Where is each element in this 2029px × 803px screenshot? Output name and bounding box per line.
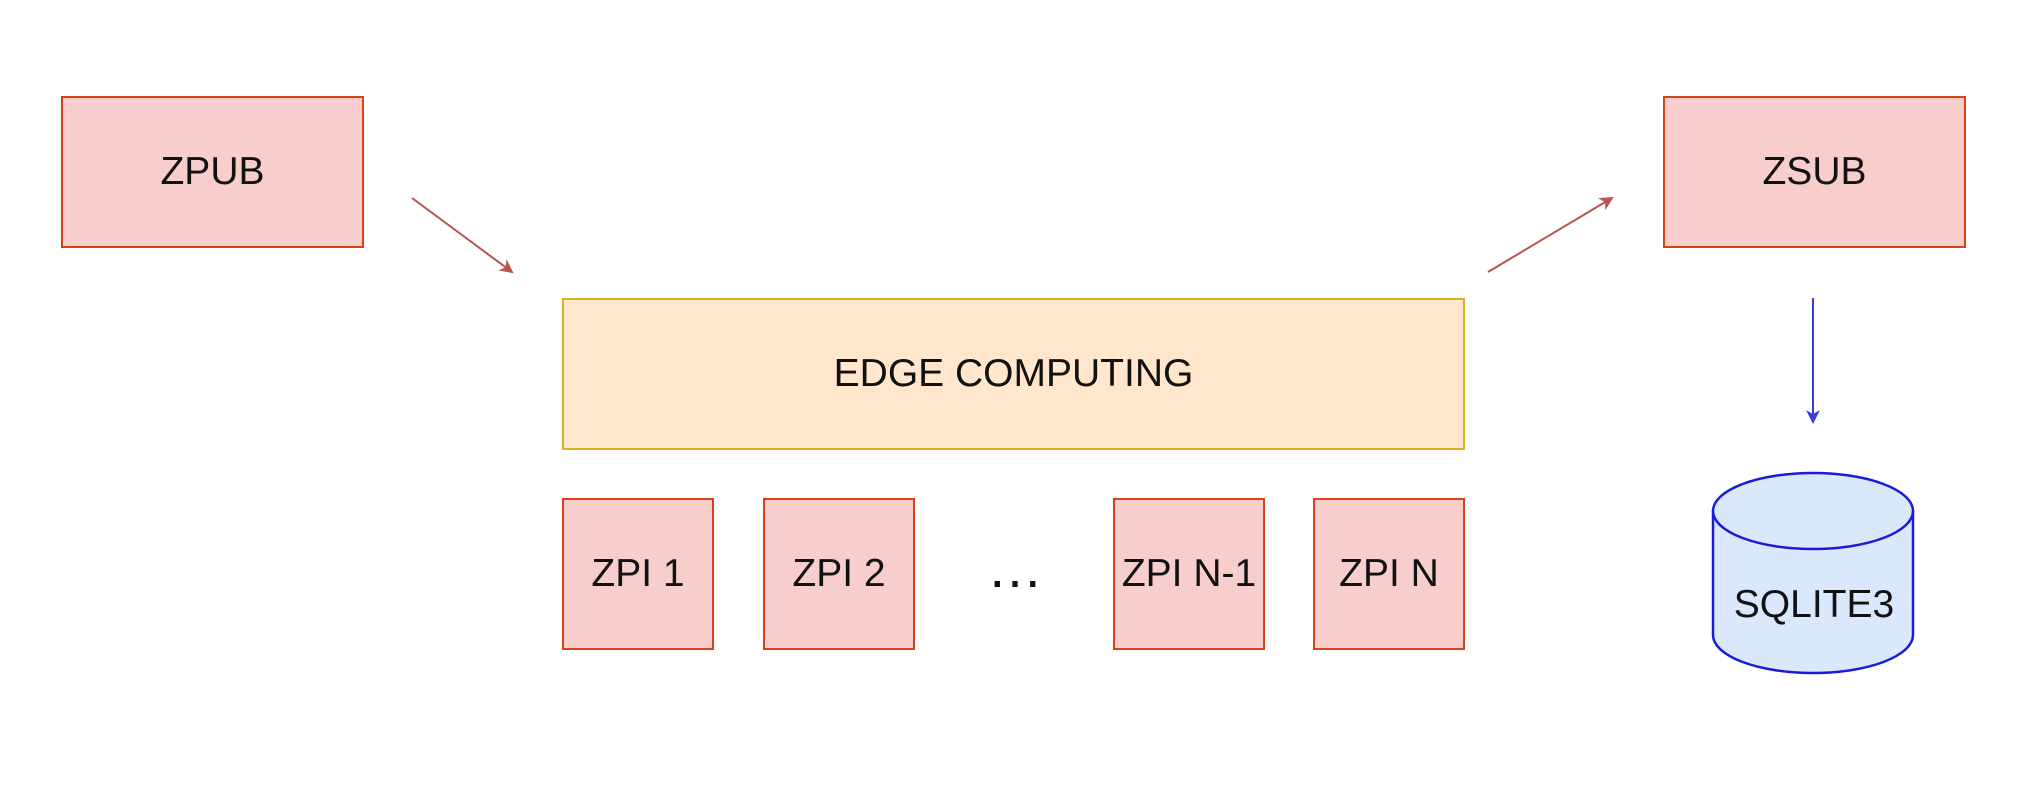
- sqlite-label: SQLITE3: [1733, 583, 1895, 626]
- ellipsis: …: [987, 536, 1043, 599]
- edge-computing-node: EDGE COMPUTING: [562, 298, 1465, 450]
- arrow-zpub-to-edge: [411, 197, 514, 274]
- database-cylinder: [1711, 471, 1915, 675]
- zpub-label: ZPUB: [160, 150, 265, 193]
- arrow-edge-to-zsub: [1487, 196, 1614, 273]
- zpi-n-label: ZPI N: [1339, 552, 1439, 595]
- zsub-node: ZSUB: [1663, 96, 1966, 248]
- edge-computing-label: EDGE COMPUTING: [833, 352, 1194, 395]
- zpi-n-minus-1-label: ZPI N-1: [1121, 552, 1257, 595]
- zpi-1-label: ZPI 1: [591, 552, 685, 595]
- zpi-2-label: ZPI 2: [792, 552, 886, 595]
- zpi-node-n: ZPI N: [1313, 498, 1465, 650]
- zpi-node-n-minus-1: ZPI N-1: [1113, 498, 1265, 650]
- zpi-node-1: ZPI 1: [562, 498, 714, 650]
- zpi-node-2: ZPI 2: [763, 498, 915, 650]
- zpub-node: ZPUB: [61, 96, 364, 248]
- zsub-label: ZSUB: [1762, 150, 1867, 193]
